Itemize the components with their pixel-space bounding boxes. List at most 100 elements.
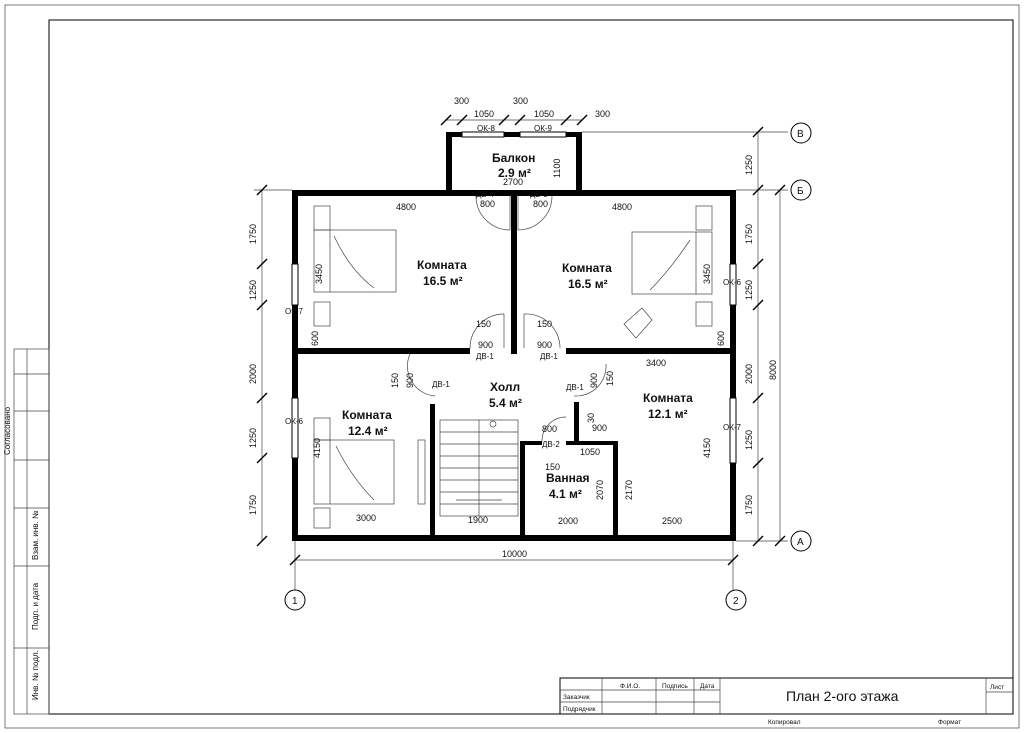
- dim-text: 1250: [744, 280, 754, 300]
- dim-text: 300: [595, 109, 610, 119]
- dim-text: 900: [405, 373, 415, 388]
- walls: [292, 132, 736, 541]
- axis-bubble-b: [790, 179, 812, 201]
- dim-ticks: [256, 114, 786, 566]
- label-dv4: ДВ-4: [476, 190, 494, 199]
- axis-label-2: 2: [733, 596, 739, 607]
- dim-text: 150: [605, 371, 615, 386]
- axis-label-b: Б: [797, 186, 804, 197]
- outer-frame: [4, 4, 1020, 729]
- dim-text: 10000: [502, 549, 527, 559]
- dim-text: 1750: [248, 495, 258, 515]
- dim-text: 3450: [314, 264, 324, 284]
- room-name: Комната: [643, 391, 693, 405]
- room-name: Холл: [490, 380, 520, 394]
- label-ok6-right: ОК-6: [723, 278, 742, 287]
- dim-text: 1750: [248, 224, 258, 244]
- dim-text: 3000: [356, 513, 376, 523]
- dim-text: 1250: [248, 428, 258, 448]
- label-ok7-left: ОК-7: [285, 307, 304, 316]
- dim-text: 600: [716, 331, 726, 346]
- dim-text: 1750: [744, 495, 754, 515]
- room-name: Балкон: [492, 151, 535, 165]
- label-dv3: ДВ-3: [530, 190, 548, 199]
- dim-text: 300: [513, 96, 528, 106]
- dim-text: 900: [592, 423, 607, 433]
- dim-text: 30: [586, 413, 596, 423]
- axis-bubble-a: [790, 530, 812, 552]
- axis-bubble-v: [790, 122, 812, 144]
- stamp-fio: Ф.И.О.: [620, 683, 640, 690]
- label-ok8: ОК-8: [477, 124, 496, 133]
- dim-text: 300: [454, 96, 469, 106]
- dim-text: 900: [589, 373, 599, 388]
- dim-text: 8000: [768, 360, 778, 380]
- side-stamp: Согласовано Взам. инв. № Подп. и дата Ин…: [3, 348, 50, 715]
- dim-text: 3450: [702, 264, 712, 284]
- dim-text: 800: [533, 199, 548, 209]
- dim-text: 1250: [248, 280, 258, 300]
- label-ok7-right: ОК-7: [723, 423, 742, 432]
- dim-text: 1100: [552, 159, 562, 178]
- dim-text: 4800: [612, 202, 632, 212]
- dim-text: 800: [542, 424, 557, 434]
- vzam-label: Взам. инв. №: [31, 510, 40, 560]
- label-dv1: ДВ-1: [432, 380, 450, 389]
- dim-text: 4150: [312, 438, 322, 458]
- furniture: [313, 205, 713, 529]
- dim-text: 1050: [534, 109, 554, 119]
- dim-text: 600: [310, 331, 320, 346]
- room-name: Ванная: [546, 471, 590, 485]
- dim-text: 2000: [744, 364, 754, 384]
- stamp-kopiroval: Копировал: [768, 719, 801, 726]
- stamp-podpis: Подпись: [662, 683, 688, 690]
- room-area: 12.4 м²: [348, 424, 388, 438]
- dim-text: 800: [480, 199, 495, 209]
- room-area: 16.5 м²: [568, 277, 608, 291]
- dim-text: 1750: [744, 224, 754, 244]
- axis-bubbles: В Б А 1 2: [284, 122, 812, 611]
- dim-text: 2700: [503, 177, 523, 187]
- drawing-frame: [48, 19, 1014, 715]
- dim-text: 2000: [558, 516, 578, 526]
- dim-text: 1250: [744, 430, 754, 450]
- room-area: 2.9 м²: [498, 166, 531, 180]
- dim-text: 4150: [702, 438, 712, 458]
- dim-text: 150: [537, 319, 552, 329]
- dim-text: 150: [545, 462, 560, 472]
- room-area: 12.1 м²: [648, 407, 688, 421]
- stairs: [439, 419, 519, 517]
- room-name: Комната: [562, 261, 612, 275]
- label-dv2: ДВ-2: [542, 440, 560, 449]
- opening-labels: ОК-8 ОК-9 ДВ-4 ДВ-3 ОК-7 ОК-6 ОК-6 ОК-7 …: [285, 124, 742, 449]
- dim-text: 150: [390, 373, 400, 388]
- label-dv1: ДВ-1: [566, 383, 584, 392]
- label-dv1: ДВ-1: [540, 352, 558, 361]
- stamp-data: Дата: [700, 683, 715, 690]
- sheet-title: План 2-ого этажа: [786, 688, 899, 704]
- dim-text: 2070: [595, 480, 605, 500]
- label-ok6-left: ОК-6: [285, 417, 304, 426]
- label-dv1: ДВ-1: [476, 352, 494, 361]
- dim-text: 900: [478, 340, 493, 350]
- stamp-zakazchik: Заказчик: [563, 694, 590, 701]
- dimension-labels: 300 1050 300 1050 300 1100 2700 4800 480…: [248, 96, 778, 559]
- dim-text: 1050: [474, 109, 494, 119]
- dim-text: 3400: [646, 358, 666, 368]
- axis-label-a: А: [797, 537, 804, 548]
- dim-text: 1050: [580, 447, 600, 457]
- room-area: 4.1 м²: [549, 487, 582, 501]
- dim-text: 1900: [468, 515, 488, 525]
- stamp-list: Лист: [990, 684, 1004, 691]
- inv-podl-label: Инв. № подл.: [31, 650, 40, 700]
- room-labels: Балкон 2.9 м² Комната 16.5 м² Комната 16…: [342, 151, 693, 501]
- doors: [407, 195, 607, 442]
- axis-bubble-2: [725, 589, 747, 611]
- label-ok9: ОК-9: [534, 124, 553, 133]
- title-block: Ф.И.О. Подпись Дата Заказчик Подрядчик Л…: [559, 677, 1014, 726]
- room-area: 16.5 м²: [423, 274, 463, 288]
- dim-text: 900: [537, 340, 552, 350]
- dim-text: 4800: [396, 202, 416, 212]
- axis-label-1: 1: [292, 596, 298, 607]
